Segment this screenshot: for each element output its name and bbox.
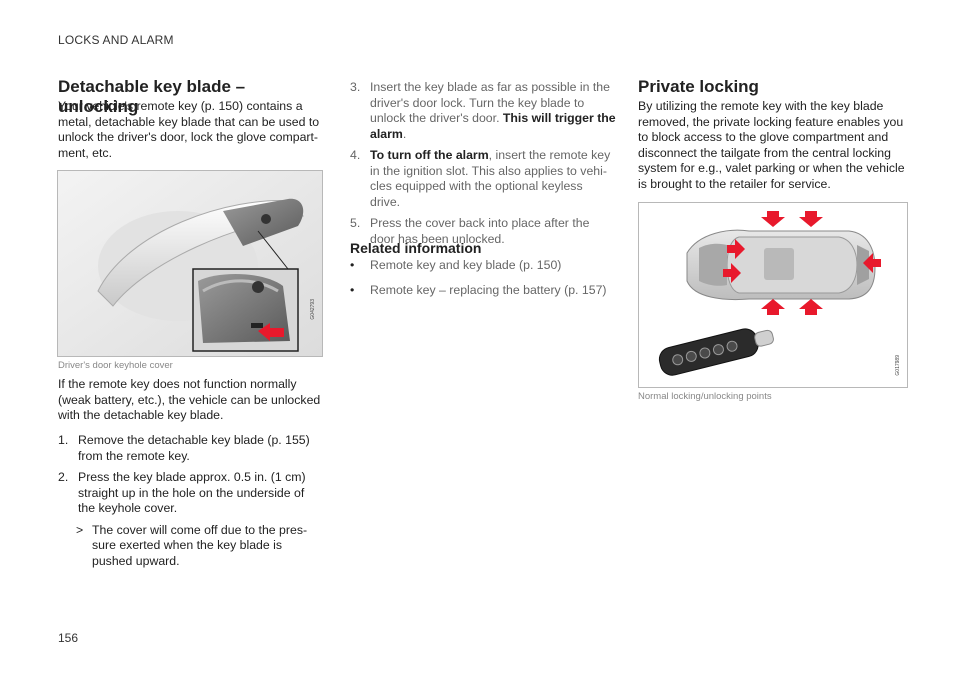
bullet: • — [350, 282, 355, 297]
step-bold-text: To turn off the alarm — [370, 148, 489, 162]
locking-points-figure: G017989 — [638, 202, 908, 388]
step-number: 2. — [58, 470, 69, 484]
step-4: 4. To turn off the alarm, insert the rem… — [350, 148, 616, 210]
step-text: Press the key blade approx. 0.5 in. (1 c… — [78, 470, 306, 515]
result-marker: > — [76, 522, 84, 537]
section-header: LOCKS AND ALARM — [58, 33, 174, 47]
figure-caption-locking-points: Normal locking/unlocking points — [638, 391, 772, 402]
page-number: 156 — [58, 631, 79, 645]
step-1: 1. Remove the detachable key blade (p. 1… — [58, 433, 324, 464]
bullet: • — [350, 258, 355, 272]
figure-code: G017989 — [895, 355, 901, 376]
unlock-steps-continued: 3. Insert the key blade as far as possib… — [350, 80, 616, 253]
step-text: Insert the key blade as far as possible … — [370, 80, 610, 125]
step-text: Remove the detachable key blade (p. 155)… — [78, 433, 310, 463]
intro-paragraph: Your vehicle's remote key (p. 150) conta… — [58, 99, 320, 160]
result-text: The cover will come off due to the pres-… — [92, 522, 308, 568]
related-link-text[interactable]: Remote key – replacing the battery (p. 1… — [370, 282, 607, 297]
step-3: 3. Insert the key blade as far as possib… — [350, 80, 616, 142]
related-link[interactable]: • Remote key – replacing the battery (p.… — [350, 283, 616, 299]
step-5: 5. Press the cover back into place after… — [350, 216, 616, 247]
figure-caption-keyhole: Driver's door keyhole cover — [58, 360, 173, 371]
step-number: 1. — [58, 433, 69, 447]
related-list: • Remote key and key blade (p. 150) • Re… — [350, 258, 616, 304]
step-tail: . — [402, 126, 407, 141]
step-number: 3. — [350, 80, 361, 94]
door-handle-illustration — [58, 171, 322, 356]
step-number: 4. — [350, 148, 361, 162]
section-title-key-blade: Detachable key blade – unlocking — [58, 77, 246, 116]
car-and-key-illustration — [658, 211, 881, 376]
figure-code: G042793 — [310, 299, 316, 320]
keyhole-cover-figure: G042793 — [57, 170, 323, 357]
step-text: Press the cover back into place after th… — [370, 216, 590, 246]
section-title-private-locking: Private locking — [638, 77, 759, 96]
step-result: > The cover will come off due to the pre… — [58, 523, 324, 570]
related-link[interactable]: • Remote key and key blade (p. 150) — [350, 258, 616, 274]
private-locking-paragraph: By utilizing the remote key with the key… — [638, 99, 905, 191]
step-bold-text: This will trigger the alarm — [370, 111, 616, 141]
related-information-heading: Related information — [350, 240, 482, 256]
step-2: 2. Press the key blade approx. 0.5 in. (… — [58, 470, 324, 517]
step-number: 5. — [350, 216, 361, 230]
step-text: , insert the remote key in the ignition … — [370, 148, 611, 209]
fallback-paragraph: If the remote key does not function norm… — [58, 377, 321, 422]
related-link-text[interactable]: Remote key and key blade (p. 150) — [370, 258, 562, 272]
unlock-steps: 1. Remove the detachable key blade (p. 1… — [58, 433, 324, 575]
